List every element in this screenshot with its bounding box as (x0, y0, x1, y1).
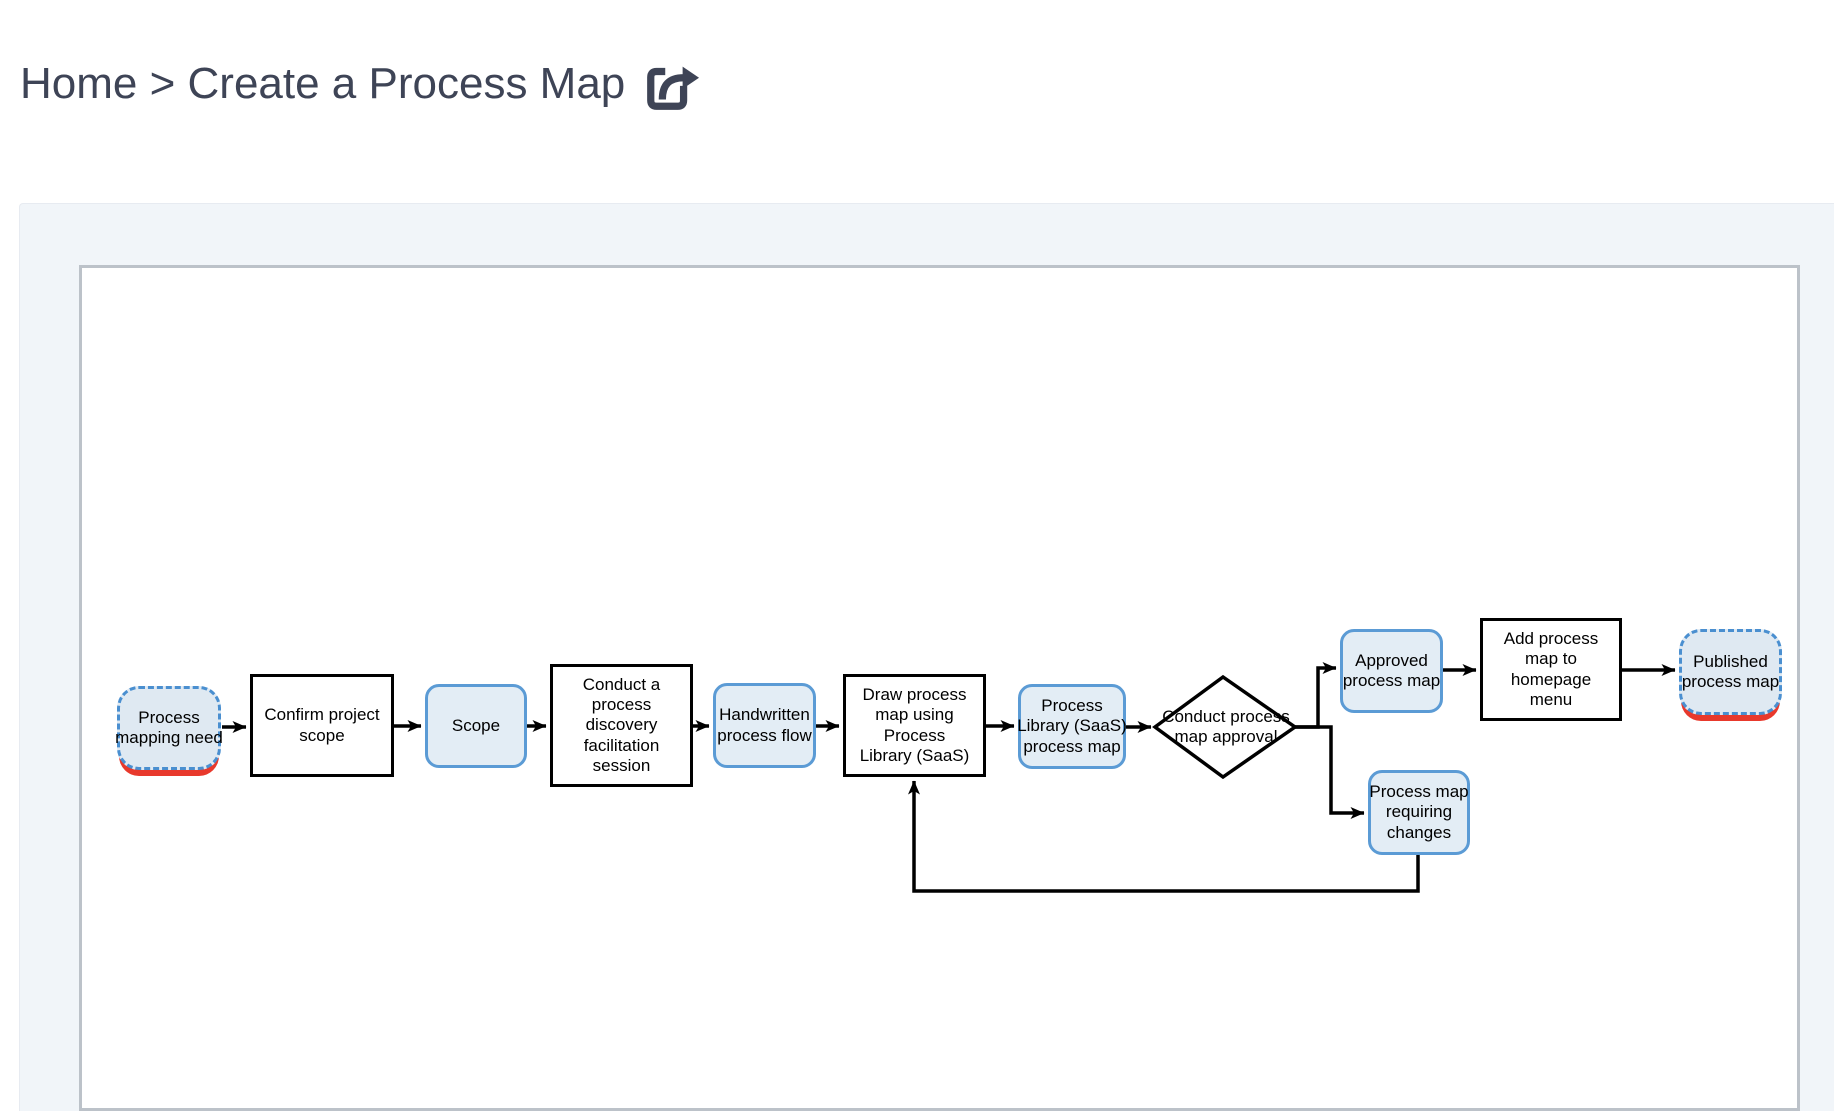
node-scope[interactable]: Scope (425, 684, 527, 768)
node-process-library-map[interactable]: Process Library (SaaS) process map (1017, 684, 1127, 769)
node-label: Scope (451, 715, 501, 735)
node-label: Confirm project scope (264, 705, 380, 745)
node-label: Process mapping need (115, 707, 223, 747)
node-label: Add process map to homepage menu (1503, 629, 1599, 709)
node-label: Process Library (SaaS) process map (1017, 696, 1127, 756)
node-approval-decision[interactable]: Conduct process map approval (1148, 702, 1304, 752)
node-label: Conduct process map approval (1162, 706, 1290, 746)
node-approved-process-map[interactable]: Approved process map (1340, 629, 1443, 713)
node-confirm-project-scope[interactable]: Confirm project scope (250, 674, 394, 777)
node-label: Published process map (1681, 651, 1780, 691)
share-button[interactable] (643, 56, 701, 112)
terminal-dashed-box (1679, 629, 1782, 715)
node-label: Draw process map using Process Library (… (859, 685, 970, 765)
terminal-dashed-box (117, 686, 221, 770)
share-export-icon (647, 66, 700, 110)
node-label: Process map requiring changes (1369, 782, 1469, 842)
node-draw-process-map[interactable]: Draw process map using Process Library (… (843, 674, 986, 777)
node-start-terminator[interactable]: Process mapping need (115, 686, 223, 776)
node-label: Handwritten process flow (717, 705, 812, 745)
node-add-map-to-homepage[interactable]: Add process map to homepage menu (1480, 618, 1622, 721)
node-published-terminator[interactable]: Published process map (1679, 629, 1782, 721)
node-label: Approved process map (1342, 650, 1441, 690)
page-header: Home > Create a Process Map (20, 56, 701, 112)
node-label: Conduct a process discovery facilitation… (582, 675, 661, 775)
node-map-requiring-changes[interactable]: Process map requiring changes (1368, 770, 1470, 855)
node-handwritten-process-flow[interactable]: Handwritten process flow (713, 683, 816, 768)
node-discovery-session[interactable]: Conduct a process discovery facilitation… (550, 664, 693, 787)
breadcrumb: Home > Create a Process Map (20, 59, 626, 108)
